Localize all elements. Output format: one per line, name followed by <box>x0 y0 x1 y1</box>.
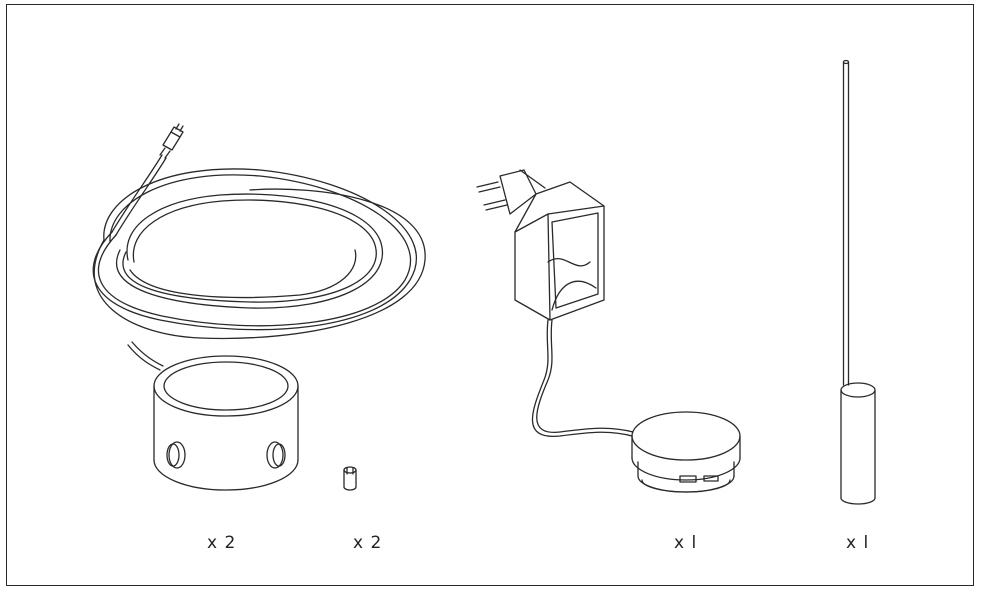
rod-with-weight-part <box>840 59 876 505</box>
quantity-label-adapter: x l <box>674 533 698 553</box>
puck-base <box>631 411 741 493</box>
quantity-label-sensor: x 2 <box>207 533 237 553</box>
diagram-frame <box>6 4 974 586</box>
quantity-label-rod: x l <box>846 533 870 553</box>
quantity-label-clip: x 2 <box>353 533 383 553</box>
small-clip-part <box>343 466 357 491</box>
sensor-cable-coil <box>92 123 426 371</box>
sensor-cylinder <box>153 355 299 491</box>
power-adapter <box>476 169 634 437</box>
